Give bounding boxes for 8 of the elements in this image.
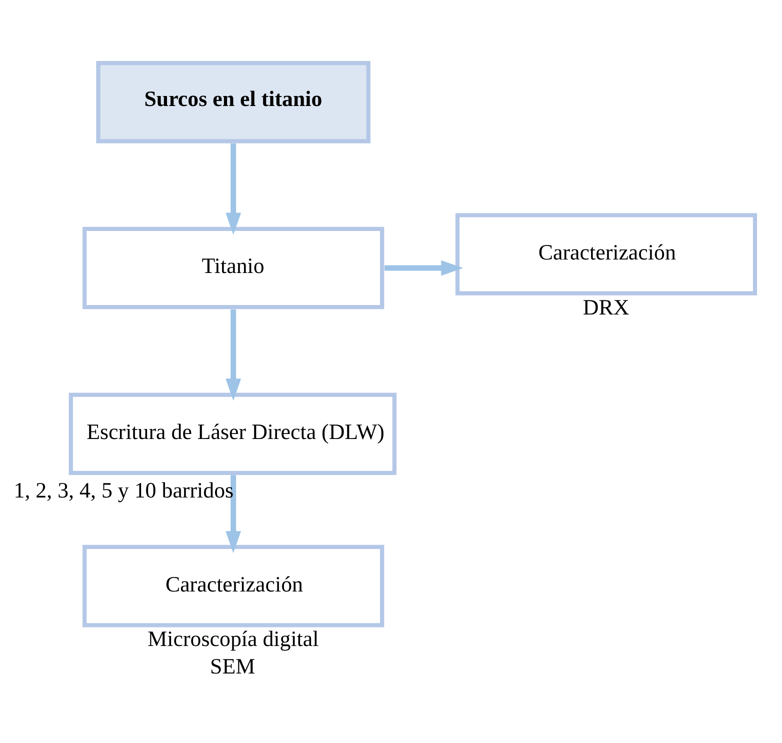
arrow: [226, 475, 242, 554]
node-label: SEM: [210, 654, 256, 679]
node-label: DRX: [582, 294, 630, 320]
edge-label: 1, 2, 3, 4, 5 y 10 barridos: [14, 477, 234, 502]
arrow: [226, 309, 242, 401]
arrow: [226, 144, 242, 235]
arrow: [384, 260, 464, 276]
node-label: Microscopía digital: [148, 626, 319, 652]
